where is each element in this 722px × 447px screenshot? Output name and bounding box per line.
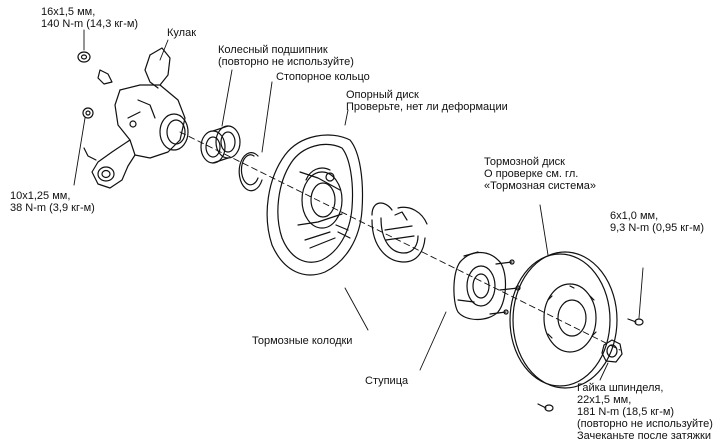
backing-plate-label: Опорный диск Проверьте, нет ли деформаци…	[346, 89, 508, 113]
hub-part	[453, 251, 521, 321]
brake-shoes-line-1: Тормозные колодки	[252, 335, 353, 347]
snap-ring-label: Стопорное кольцо	[276, 71, 370, 83]
nut-spec-line-2: 140 N-m (14,3 кг-м)	[41, 18, 139, 30]
backing-plate-part	[266, 134, 364, 276]
knuckle-bolt	[82, 107, 94, 119]
bolt-spec-line-2: 38 N-m (3,9 кг-м)	[10, 202, 95, 214]
brake-disc-part	[509, 251, 618, 389]
wheel-bearing-line-1: Колесный подшипник	[218, 44, 328, 56]
hub-line-1: Ступица	[365, 375, 409, 387]
wheel-bearing-line-2: (повторно не используйте)	[218, 56, 354, 68]
spindle-nut-line-2: 22x1,5 мм,	[577, 394, 632, 406]
bolt-spec-line-1: 10x1,25 мм,	[10, 190, 71, 202]
spindle-nut-line-3: 181 N-m (18,5 кг-м)	[577, 406, 675, 418]
nut-spec-label: 16x1,5 мм, 140 N-m (14,3 кг-м)	[41, 6, 138, 30]
knuckle-part	[83, 47, 189, 189]
lower-screw	[537, 403, 554, 412]
spindle-nut-line-5: Зачеканьте после затяжки	[577, 430, 711, 442]
brake-disc-label: Тормозной диск О проверке см. гл. «Тормо…	[484, 156, 596, 192]
brake-shoes-label: Тормозные колодки	[252, 335, 352, 347]
brake-shoes-part	[371, 202, 428, 263]
backing-plate-line-1: Опорный диск	[346, 89, 419, 101]
nut-spec-line-1: 16x1,5 мм,	[41, 6, 96, 18]
leader-lines	[73, 29, 644, 381]
backing-plate-line-2: Проверьте, нет ли деформации	[346, 101, 508, 113]
brake-disc-line-1: Тормозной диск	[484, 156, 565, 168]
bolt-spec-label: 10x1,25 мм, 38 N-m (3,9 кг-м)	[10, 190, 95, 214]
hub-label: Ступица	[365, 375, 408, 387]
knuckle-label: Кулак	[167, 27, 196, 39]
snap-ring-line-1: Стопорное кольцо	[276, 71, 370, 83]
screw-spec-line-1: 6x1,0 мм,	[610, 210, 659, 222]
wheel-bearing-label: Колесный подшипник (повторно не использу…	[218, 44, 354, 68]
knuckle-nut	[77, 51, 113, 85]
screw-spec-line-2: 9,3 N-m (0,95 кг-м)	[610, 222, 705, 234]
spindle-nut-label: Гайка шпинделя, 22x1,5 мм, 181 N-m (18,5…	[577, 382, 713, 442]
knuckle-label-line-1: Кулак	[167, 27, 197, 39]
brake-disc-line-3: «Тормозная система»	[484, 180, 596, 192]
disc-screw	[627, 318, 644, 326]
spindle-nut-line-1: Гайка шпинделя,	[577, 382, 664, 394]
brake-disc-line-2: О проверке см. гл.	[484, 168, 579, 180]
snap-ring-part	[238, 152, 263, 192]
spindle-nut-part	[601, 339, 623, 363]
spindle-nut-line-4: (повторно не используйте)	[577, 418, 713, 430]
assembly-axis	[179, 131, 621, 351]
screw-spec-label: 6x1,0 мм, 9,3 N-m (0,95 кг-м)	[610, 210, 704, 234]
wheel-bearing-part	[200, 125, 241, 164]
